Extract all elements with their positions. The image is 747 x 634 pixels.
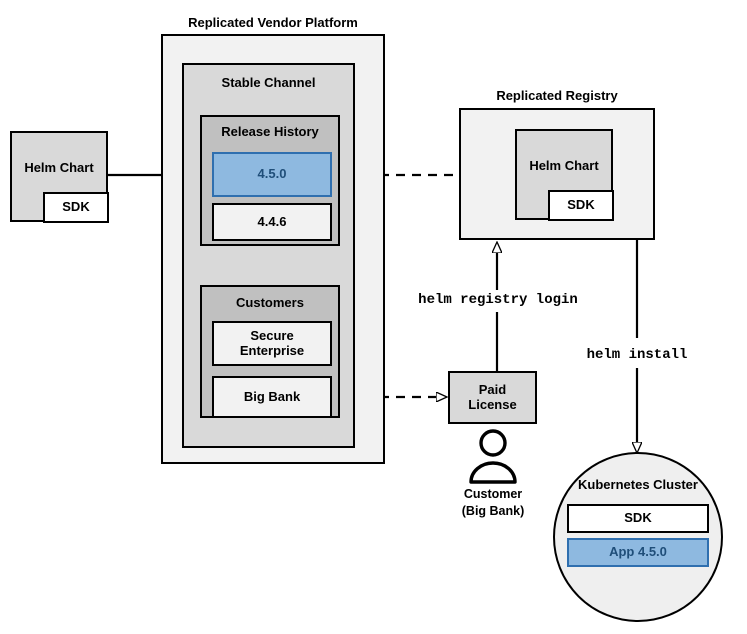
kubernetes-cluster-title: Kubernetes Cluster — [578, 476, 698, 492]
customer-big-bank[interactable]: Big Bank — [212, 376, 332, 418]
stable-channel-title: Stable Channel — [221, 74, 316, 90]
paid-license-label: Paid License — [468, 381, 517, 412]
registry-title: Replicated Registry — [496, 87, 618, 103]
command-helm-install: helm install — [586, 347, 688, 363]
kubernetes-cluster-circle — [553, 452, 723, 622]
registry-helm-chart-sdk[interactable]: SDK — [548, 190, 614, 221]
customer-actor-line2: (Big Bank) — [461, 503, 525, 518]
person-icon — [469, 429, 517, 484]
source-helm-chart-label: Helm Chart — [24, 160, 94, 175]
registry-helm-chart-label: Helm Chart — [529, 158, 599, 173]
cluster-component-app[interactable]: App 4.5.0 — [567, 538, 709, 567]
release-history-title: Release History — [221, 123, 319, 139]
paid-license-box[interactable]: Paid License — [448, 371, 537, 424]
customer-secure-enterprise[interactable]: Secure Enterprise — [212, 321, 332, 366]
vendor-platform-title: Replicated Vendor Platform — [188, 14, 358, 30]
release-item-4-5-0[interactable]: 4.5.0 — [212, 152, 332, 197]
customer-actor-line1: Customer — [463, 486, 523, 501]
customers-title: Customers — [236, 294, 304, 310]
command-helm-registry-login: helm registry login — [418, 292, 578, 308]
source-helm-chart-sdk[interactable]: SDK — [43, 192, 109, 223]
cluster-component-sdk[interactable]: SDK — [567, 504, 709, 533]
release-item-4-4-6[interactable]: 4.4.6 — [212, 203, 332, 241]
